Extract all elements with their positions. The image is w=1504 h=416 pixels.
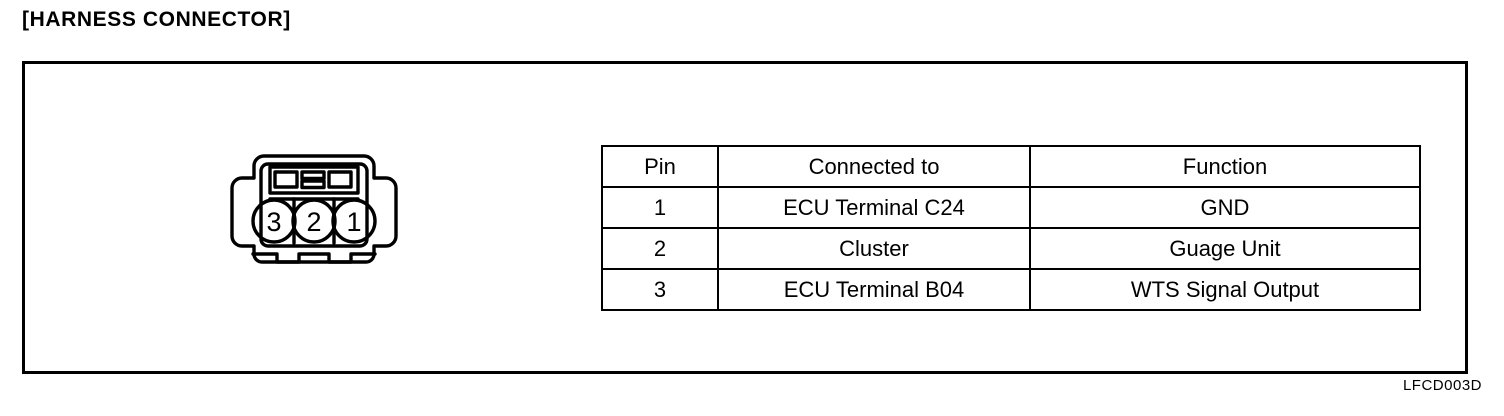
column-header-connected-to: Connected to xyxy=(717,145,1031,188)
cell-pin: 2 xyxy=(601,227,719,270)
cell-connected-to: Cluster xyxy=(717,227,1031,270)
cell-connected-to: ECU Terminal B04 xyxy=(717,268,1031,311)
harness-connector-diagram: 3 2 1 xyxy=(228,144,400,284)
pin-cavity-3 xyxy=(251,198,297,244)
cell-function: GND xyxy=(1029,186,1421,229)
table-row: 2 Cluster Guage Unit xyxy=(601,227,1421,270)
cell-connected-to: ECU Terminal C24 xyxy=(717,186,1031,229)
pin-label-1: 1 xyxy=(346,207,361,237)
connector-bottom-skirt xyxy=(251,252,377,264)
pin-cavity-1 xyxy=(331,198,377,244)
table-row: 3 ECU Terminal B04 WTS Signal Output xyxy=(601,268,1421,311)
cell-pin: 3 xyxy=(601,268,719,311)
latch-block-center-upper xyxy=(300,170,326,181)
latch-block-right xyxy=(327,170,353,189)
connector-inner-outline xyxy=(259,162,369,248)
table-row: 1 ECU Terminal C24 GND xyxy=(601,186,1421,229)
pin-label-2: 2 xyxy=(306,207,321,237)
pinout-table: Pin Connected to Function 1 ECU Terminal… xyxy=(601,145,1421,311)
cell-pin: 1 xyxy=(601,186,719,229)
figure-code-label: LFCD003D xyxy=(1402,377,1482,394)
cell-function: WTS Signal Output xyxy=(1029,268,1421,311)
connector-outer-shell xyxy=(230,154,398,264)
latch-block-center-lower xyxy=(300,179,326,190)
cell-function: Guage Unit xyxy=(1029,227,1421,270)
page-title: [HARNESS CONNECTOR] xyxy=(22,8,291,31)
pin-label-3: 3 xyxy=(266,207,281,237)
column-header-pin: Pin xyxy=(601,145,719,188)
connector-latch-window xyxy=(268,165,360,195)
pin-cavity-2 xyxy=(291,198,337,244)
column-header-function: Function xyxy=(1029,145,1421,188)
table-header-row: Pin Connected to Function xyxy=(601,145,1421,188)
latch-block-left xyxy=(273,170,299,189)
